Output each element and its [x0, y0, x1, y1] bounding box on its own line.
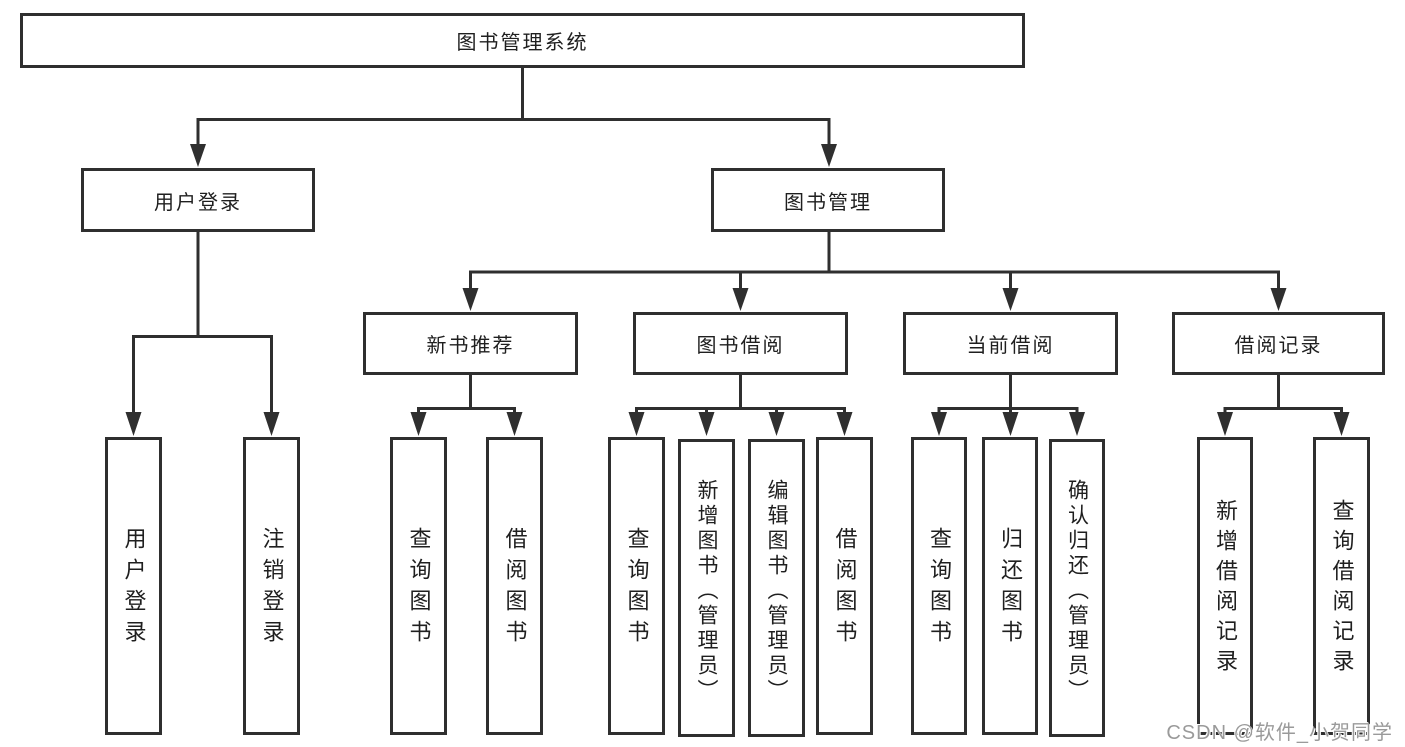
- arrowhead: [506, 412, 523, 436]
- leaf-borrow-books-borrow: 借阅图书: [816, 437, 873, 735]
- node-current-borrow: 当前借阅: [903, 312, 1118, 375]
- connector-root: [196, 68, 831, 146]
- arrowhead: [1069, 412, 1085, 436]
- node-book-borrow: 图书借阅: [633, 312, 848, 375]
- leaf-query-books-borrow: 查询图书: [608, 437, 665, 735]
- arrowhead: [190, 144, 206, 167]
- arrowhead: [1002, 412, 1019, 436]
- connector-new-book-recommend: [417, 375, 516, 414]
- connector-user-login: [132, 232, 273, 414]
- arrowhead: [836, 412, 853, 436]
- node-user-login: 用户登录: [81, 168, 315, 232]
- arrowhead: [821, 144, 837, 167]
- leaf-return-books: 归还图书: [982, 437, 1038, 735]
- arrowhead: [125, 412, 142, 436]
- leaf-query-borrow-record: 查询借阅记录: [1313, 437, 1370, 735]
- arrowhead: [1217, 412, 1233, 436]
- arrowhead: [1002, 288, 1019, 311]
- arrowhead: [768, 412, 785, 436]
- arrowhead: [410, 412, 427, 436]
- connector-current-borrow: [937, 375, 1079, 414]
- node-book-management: 图书管理: [711, 168, 945, 232]
- leaf-query-books-current: 查询图书: [911, 437, 967, 735]
- leaf-add-book-admin: 新增图书（管理员）: [678, 439, 735, 737]
- connector-book-borrow: [635, 375, 846, 414]
- arrowhead: [698, 412, 715, 436]
- leaf-user-login: 用户登录: [105, 437, 162, 735]
- arrowhead: [732, 288, 749, 311]
- arrowhead: [462, 288, 479, 311]
- connector-borrow-records: [1223, 375, 1343, 414]
- arrowhead: [1333, 412, 1350, 436]
- leaf-edit-book-admin: 编辑图书（管理员）: [748, 439, 805, 737]
- arrowhead: [931, 412, 947, 436]
- leaf-query-books-recommend: 查询图书: [390, 437, 447, 735]
- arrowhead: [628, 412, 645, 436]
- leaf-borrow-books-recommend: 借阅图书: [486, 437, 543, 735]
- connector-book-management: [469, 232, 1280, 290]
- arrowhead: [263, 412, 280, 436]
- node-borrow-records: 借阅记录: [1172, 312, 1385, 375]
- arrowhead: [1270, 288, 1287, 311]
- node-root: 图书管理系统: [20, 13, 1025, 68]
- leaf-confirm-return-admin: 确认归还（管理员）: [1049, 439, 1105, 737]
- leaf-logout: 注销登录: [243, 437, 300, 735]
- leaf-add-borrow-record: 新增借阅记录: [1197, 437, 1253, 735]
- node-new-book-recommend: 新书推荐: [363, 312, 578, 375]
- watermark: CSDN @软件_小贺同学: [1166, 722, 1393, 744]
